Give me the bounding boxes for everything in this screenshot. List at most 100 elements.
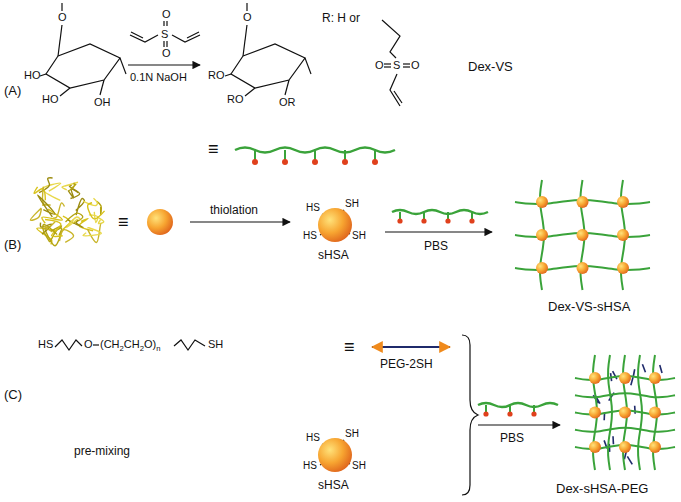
atom-label: RO: [208, 70, 225, 81]
atom-label: HO: [42, 94, 59, 105]
crosslink-node: [617, 262, 629, 274]
dextran-chain: [478, 403, 558, 417]
peg-link: [634, 406, 636, 414]
crosslink-node: [589, 441, 601, 453]
shsa-sphere: [318, 438, 352, 472]
chem-bonds: [40, 3, 560, 495]
atom-label: O: [375, 60, 384, 71]
crosslink-node: [577, 262, 589, 274]
ribbon-stroke: [83, 227, 101, 236]
subscript: n: [156, 344, 160, 353]
formula-part: O): [144, 338, 156, 350]
atom-label: SH: [208, 339, 223, 350]
equivalence-sign: ≡: [208, 140, 219, 158]
crosslink-node: [619, 407, 631, 419]
crosslink-node: [617, 229, 629, 241]
atom-label: O: [243, 12, 252, 23]
ribbon-stroke: [43, 224, 57, 242]
equivalence-sign: ≡: [344, 338, 355, 356]
dextran-chain: [392, 210, 488, 224]
atom-label: OH: [94, 97, 111, 108]
crosslink-node: [619, 372, 631, 384]
crosslink-node: [617, 196, 629, 208]
condition-label: PBS: [500, 432, 524, 444]
crosslink-node: [619, 441, 631, 453]
compound-label: PEG-2SH: [380, 358, 433, 370]
condition-label: thiolation: [210, 204, 258, 216]
ribbon-stroke: [39, 178, 53, 193]
crosslink-node: [589, 372, 601, 384]
peg-link: [642, 364, 645, 372]
ribbon-stroke: [88, 203, 105, 219]
protein-ribbon: [30, 178, 104, 246]
peg-link: [660, 365, 662, 373]
peg-symbol: [372, 346, 450, 348]
atom-label: SH: [345, 429, 359, 439]
panel-label: (B): [4, 238, 21, 251]
ribbon-stroke: [67, 217, 81, 228]
atom-label: O: [411, 60, 420, 71]
subscript: 2: [140, 344, 144, 353]
condition-label: 0.1N NaOH: [130, 72, 187, 83]
panel-label: (C): [4, 388, 22, 401]
hsa-sphere: [147, 209, 173, 235]
ribbon-stroke: [30, 208, 41, 220]
hydrogel-network: [515, 180, 650, 290]
atom-label: SH: [352, 231, 366, 241]
compound-label: sHSA: [318, 479, 349, 491]
ribbon-stroke: [37, 195, 55, 217]
atom-label: S: [161, 29, 168, 40]
shsa-sphere: [318, 208, 352, 242]
peg-repeat-formula: (CH2CH2O)n: [100, 339, 161, 353]
product-label: Dex-VS: [468, 60, 513, 73]
atom-label: HO: [24, 70, 41, 81]
atom-label: O: [162, 48, 171, 59]
hydrogel-network: [575, 355, 675, 470]
product-label: Dex-sHSA-PEG: [556, 482, 648, 495]
ribbon-stroke: [62, 182, 78, 190]
atom-label: O: [84, 339, 93, 350]
gel-strand: [608, 355, 612, 470]
gel-strand: [638, 355, 642, 470]
crosslink-node: [649, 407, 661, 419]
peg-link: [612, 436, 614, 444]
crosslink-node: [536, 229, 548, 241]
atom-label: SH: [345, 199, 359, 209]
equivalence-sign: ≡: [118, 213, 129, 231]
atom-label: HS: [38, 339, 53, 350]
atom-label: RO: [227, 94, 244, 105]
atom-label: O: [162, 9, 171, 20]
atom-label: HS: [306, 433, 320, 443]
crosslink-node: [589, 407, 601, 419]
product-label: Dex-VS-sHSA: [548, 300, 630, 313]
formula-part: (CH: [100, 338, 120, 350]
crosslink-node: [649, 441, 661, 453]
atom-label: S: [393, 60, 400, 71]
crosslink-node: [649, 372, 661, 384]
crosslink-node: [577, 196, 589, 208]
crosslink-node: [536, 196, 548, 208]
atom-label: OR: [279, 97, 296, 108]
formula-part: CH: [124, 338, 140, 350]
atom-label: O: [58, 12, 67, 23]
condition-label: PBS: [424, 240, 448, 252]
panel-label: (A): [4, 84, 21, 97]
ribbon-stroke: [83, 198, 97, 205]
atom-label: HS: [306, 203, 320, 213]
compound-label: sHSA: [318, 249, 349, 261]
ribbon-stroke: [45, 220, 63, 237]
substituent-label: R: H or: [322, 12, 360, 24]
crosslink-node: [536, 262, 548, 274]
peg-link: [631, 377, 633, 385]
atom-label: SH: [352, 461, 366, 471]
crosslink-node: [577, 229, 589, 241]
ribbon-stroke: [69, 183, 76, 191]
ribbon-stroke: [87, 224, 101, 242]
atom-label: HS: [303, 231, 317, 241]
peg-link: [627, 456, 632, 464]
dextran-chain: [235, 148, 395, 166]
subscript: 2: [120, 344, 124, 353]
atom-label: HS: [303, 461, 317, 471]
condition-label: pre-mixing: [74, 445, 130, 457]
